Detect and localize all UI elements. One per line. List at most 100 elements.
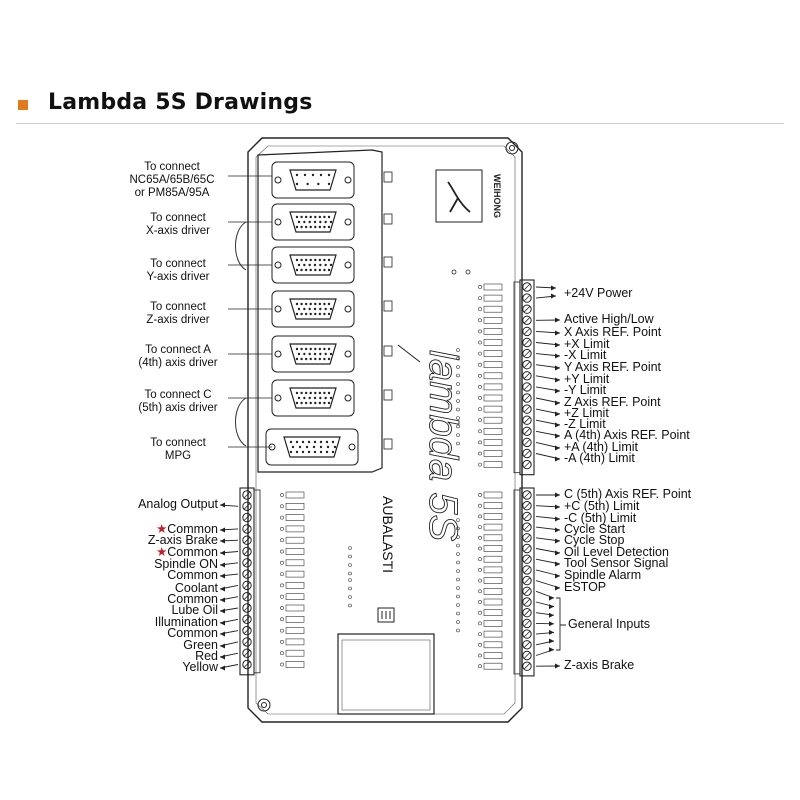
dsub-pin <box>303 352 306 356</box>
input-label: +Z Limit <box>564 406 609 420</box>
dsub-screw-icon <box>274 305 282 313</box>
terminal-screw-icon <box>522 565 532 575</box>
dsub-pin <box>319 445 323 449</box>
terminal-screw-icon <box>522 522 532 532</box>
dsub-pin <box>327 391 331 395</box>
arrow-head <box>555 422 560 428</box>
arrow-head <box>555 527 560 533</box>
output-label: Green <box>183 638 218 652</box>
terminal-screw-icon <box>522 282 532 292</box>
pin-label-box <box>483 577 503 584</box>
pin-dot <box>478 362 482 367</box>
terminal-screw-slot <box>523 630 531 638</box>
pin-dot <box>348 586 352 591</box>
dsub-pin <box>323 215 326 219</box>
terminal-screw-slot <box>243 593 251 600</box>
dsub-pin <box>313 396 317 400</box>
input-label: +A (4th) Limit <box>564 440 638 454</box>
dsub-pin <box>297 220 301 224</box>
dsub-pin <box>324 220 327 224</box>
terminal-screw-slot <box>523 405 531 413</box>
pin-dot <box>478 373 482 378</box>
input-label: Spindle Alarm <box>564 568 642 582</box>
terminal-screw-slot <box>523 577 531 584</box>
arrow-head <box>555 561 560 567</box>
board-inner-outline <box>255 145 516 715</box>
terminal-screw-icon <box>242 546 252 557</box>
arrow-head <box>549 595 554 601</box>
pin-dot <box>456 382 460 386</box>
dsub-pin <box>291 445 295 449</box>
terminal-screw-slot <box>523 534 531 542</box>
dsub-pin <box>325 450 329 454</box>
terminal-screw-icon <box>522 650 532 661</box>
terminal-screw-slot <box>523 652 531 659</box>
dsub-pin <box>323 357 326 361</box>
pin-dot <box>478 632 482 637</box>
output-label-text: Common <box>167 545 218 559</box>
input-label: Active High/Low <box>564 312 654 326</box>
dsub-pin <box>295 225 299 229</box>
terminal-screw-slot <box>523 502 531 509</box>
dsub-screw-icon <box>274 218 282 226</box>
dsub-pin <box>308 352 311 356</box>
dsub-pin <box>314 302 317 306</box>
connector-label-line: To connect <box>150 258 206 270</box>
pin-label-box <box>483 641 503 649</box>
pin-dot <box>456 526 460 531</box>
pin-label-box <box>285 536 305 544</box>
output-label: Spindle ON <box>154 557 218 571</box>
terminal-screw-icon <box>522 490 532 500</box>
dsub-screw-icon <box>274 176 282 184</box>
terminal-screw-icon <box>242 603 252 613</box>
pin-dot <box>456 365 460 369</box>
pin-label-box <box>285 582 305 589</box>
input-label: X Axis REF. Point <box>564 325 662 339</box>
header-divider <box>16 123 784 124</box>
dsub-pin <box>318 302 322 306</box>
connector-label-line: To connect <box>150 212 206 224</box>
pin-dot <box>456 441 460 446</box>
dsub-pin <box>313 220 317 224</box>
pin-dot <box>280 640 284 644</box>
header-square-icon <box>18 100 28 110</box>
dsub-pin <box>308 307 311 311</box>
pin-dot <box>348 603 352 608</box>
pin-dot <box>456 433 460 437</box>
dsub-pin <box>327 173 331 177</box>
terminal-screw-icon <box>522 404 532 414</box>
input-label: General Inputs <box>568 617 650 631</box>
arrow-head <box>220 631 225 637</box>
pin-label-box <box>483 405 503 413</box>
dsub-pin <box>289 440 293 444</box>
arrow-head <box>555 400 560 406</box>
output-label: ★Common <box>156 546 218 559</box>
terminal-screw-icon <box>242 637 252 647</box>
arrow-head <box>555 317 560 323</box>
dsub-pin <box>314 391 317 395</box>
pin-dot <box>280 515 284 520</box>
terminal-screw-slot <box>243 616 251 623</box>
dsub-pin <box>314 347 317 351</box>
page-title: Lambda 5S Drawings <box>48 90 313 115</box>
pin-label-box <box>285 570 305 578</box>
dsub-screw-icon <box>274 350 282 358</box>
dsub-pin <box>309 225 312 229</box>
terminal-screw-slot <box>523 598 531 606</box>
pin-dot <box>456 424 460 429</box>
dsub-shell <box>289 169 337 191</box>
dsub-pin <box>327 312 331 316</box>
dsub-screw-icon <box>348 443 356 451</box>
arrow-head <box>549 612 554 618</box>
dsub-pin <box>311 173 315 177</box>
dsub-pin <box>300 268 303 272</box>
pin-dot <box>456 356 460 361</box>
dsub-pin <box>309 215 312 219</box>
pin-label-box <box>285 548 305 555</box>
arrow-head <box>555 445 560 451</box>
connector-label-line: To connect <box>144 161 200 173</box>
dsub-pin <box>314 268 317 272</box>
connector-label-line: To connect <box>150 437 206 449</box>
dsub-pin <box>313 352 317 356</box>
dsub-pin <box>309 401 312 405</box>
